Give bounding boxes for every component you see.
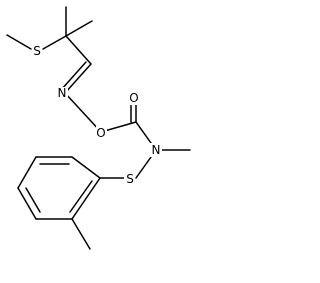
- bond-methyl-sulfur: [6, 34, 32, 50]
- atom-label-oxime-oxygen: O: [96, 126, 105, 140]
- ring-inner-double-2: [25, 187, 41, 213]
- atom-label-carbonyl-oxygen: O: [129, 91, 138, 105]
- bond-aryl-methyl: [71, 218, 91, 250]
- molecule-drawing: S N O O N S: [6, 6, 191, 250]
- ring-bond-4: [17, 187, 37, 220]
- bond-quaternary-to-ch: [65, 35, 92, 65]
- atom-label-sulfur-bottom: S: [126, 172, 134, 186]
- bond-ch-n-double-a: [64, 63, 92, 94]
- atom-label-sulfur-top: S: [33, 44, 41, 58]
- ring-bond-1: [71, 156, 101, 179]
- ring-inner-double-3: [69, 180, 93, 213]
- bond-quaternary-methyl-right: [65, 20, 93, 37]
- ring-bond-6: [71, 177, 101, 220]
- ring-bond-3: [17, 156, 37, 189]
- atom-label-oxime-nitrogen: N: [58, 86, 67, 100]
- bond-n-o: [64, 92, 102, 133]
- structure-canvas: S N O O N S: [6, 6, 191, 250]
- bond-sulfur-quaternary-carbon: [42, 35, 67, 50]
- atom-label-carbamate-nitrogen: N: [152, 143, 161, 157]
- bond-ch-n-double-b: [60, 61, 87, 91]
